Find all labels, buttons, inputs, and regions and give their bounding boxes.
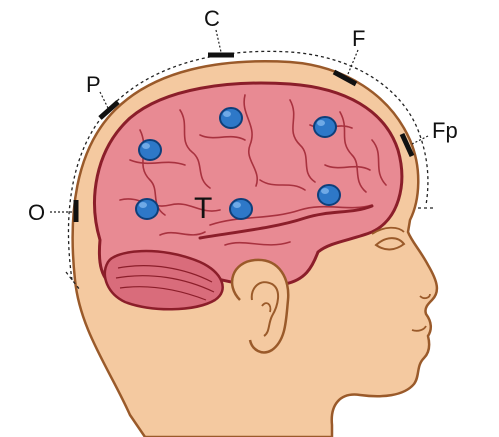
electrode-parietal (139, 140, 161, 160)
electrode-central (220, 108, 242, 128)
electrode-temporal (230, 199, 252, 219)
electrode-frontal (314, 117, 336, 137)
label-f: F (352, 26, 365, 51)
electrode-occipital (136, 199, 158, 219)
label-p: P (86, 72, 101, 97)
electrode-frontopolar (318, 185, 340, 205)
label-t: T (194, 192, 212, 225)
label-fp: Fp (432, 118, 458, 143)
label-c: C (204, 6, 220, 31)
label-o: O (28, 200, 45, 225)
